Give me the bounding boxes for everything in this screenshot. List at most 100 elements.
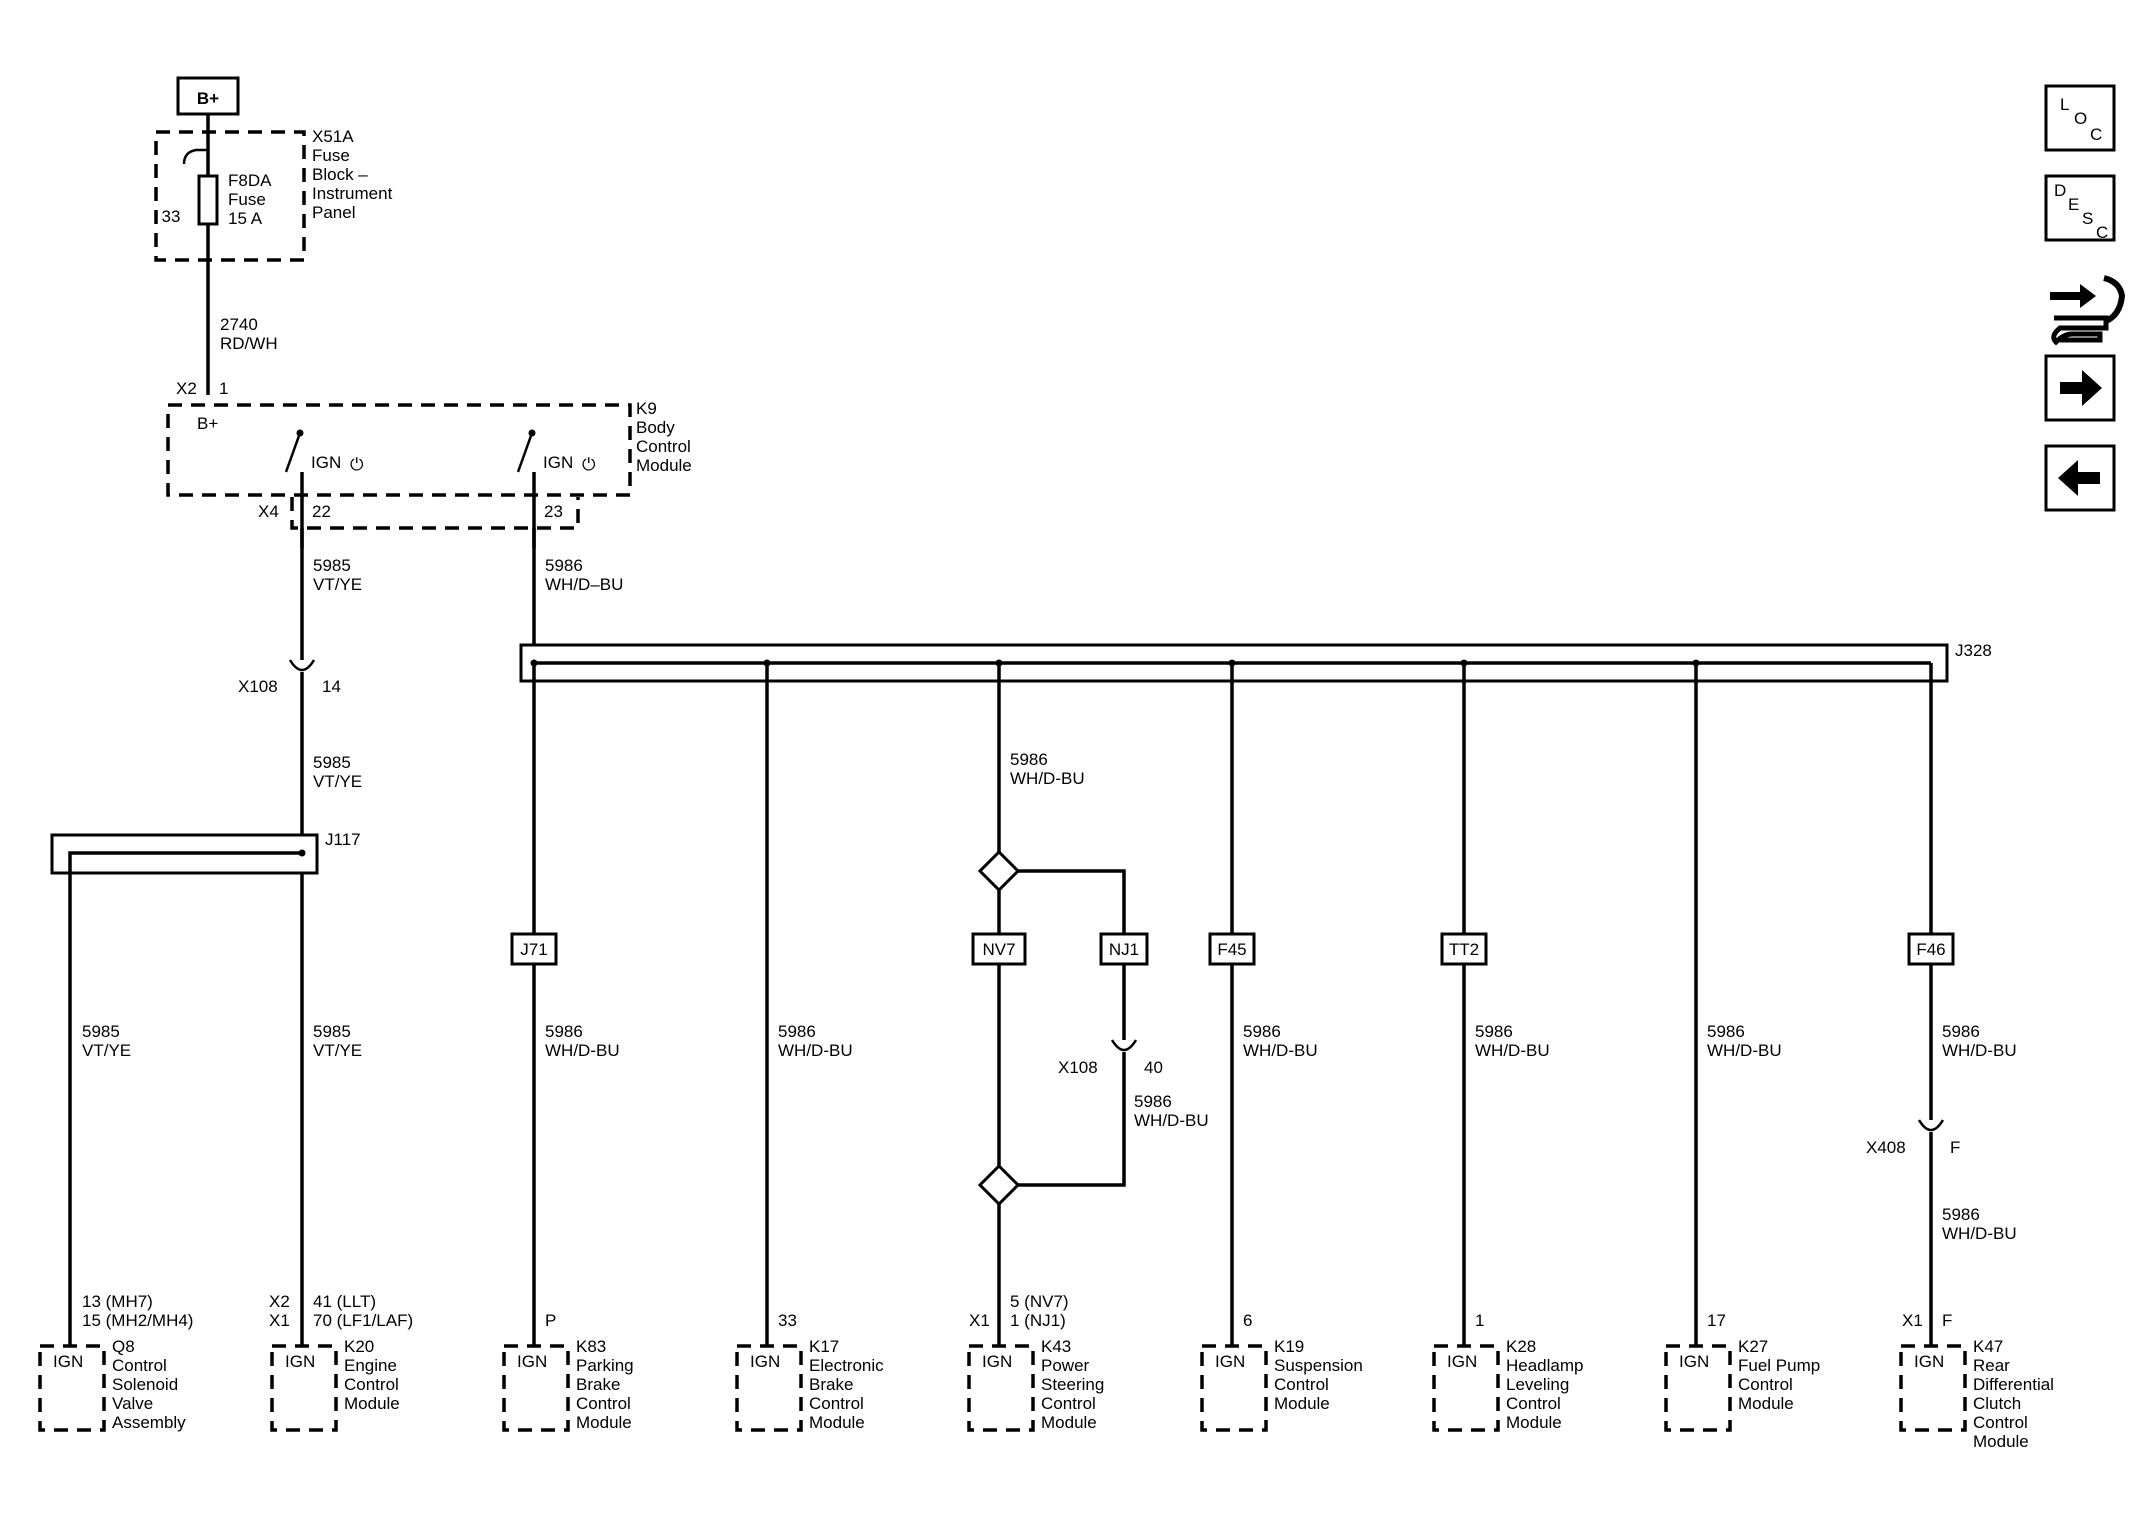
module-k20: X2 X1 41 (LLT) 70 (LF1/LAF) IGN K20 Engi… xyxy=(269,1292,413,1432)
tag-nv7-label: NV7 xyxy=(982,940,1015,959)
nj1-loop-upper xyxy=(1018,869,1126,1040)
loc-letter-l: L xyxy=(2060,95,2069,114)
module-conn-1: X1 xyxy=(969,1311,990,1330)
module-name-3: Brake xyxy=(809,1375,853,1394)
switch-2-blade xyxy=(516,432,534,473)
fuse-block-id: X51A xyxy=(312,127,354,146)
wire-5986-id-k47-upper: 5986 xyxy=(1942,1022,1980,1041)
module-k47: X1 F IGN K47 Rear Differential Clutch Co… xyxy=(1899,1311,2054,1451)
module-outline xyxy=(270,1344,338,1432)
module-outline xyxy=(1899,1344,1967,1432)
module-outline xyxy=(735,1344,803,1432)
module-pin-line-1: F xyxy=(1942,1311,1952,1330)
previous-page-button[interactable] xyxy=(2044,444,2116,512)
module-name-4: Control xyxy=(1506,1394,1561,1413)
module-ign: IGN xyxy=(1679,1352,1709,1371)
module-outline xyxy=(38,1344,106,1432)
tag-nj1-label: NJ1 xyxy=(1109,940,1139,959)
tag-j71 xyxy=(510,932,558,966)
module-conn-1: X1 xyxy=(1902,1311,1923,1330)
splice-j328-label: J328 xyxy=(1955,641,1992,660)
fuse-block-line-3: Block – xyxy=(312,165,368,184)
tag-f46 xyxy=(1907,932,1955,966)
module-outline xyxy=(967,1344,1035,1432)
wire-5985-color-4: VT/YE xyxy=(313,1041,362,1060)
modules-row: 13 (MH7) 15 (MH2/MH4) IGN Q8 Control Sol… xyxy=(38,1292,2054,1451)
module-pin-line-1: 5 (NV7) xyxy=(1010,1292,1069,1311)
circuit-5985: 5985 VT/YE X108 14 5985 VT/YE J117 5985 … xyxy=(50,528,362,1346)
module-pin-line-1: 41 (LLT) xyxy=(313,1292,376,1311)
module-pin-line-2: 15 (MH2/MH4) xyxy=(82,1311,193,1330)
module-ign: IGN xyxy=(1215,1352,1245,1371)
next-page-button[interactable] xyxy=(2044,354,2116,422)
module-name-4: Module xyxy=(344,1394,400,1413)
module-id: K27 xyxy=(1738,1337,1768,1356)
tag-tt2-label: TT2 xyxy=(1449,940,1479,959)
module-id: K83 xyxy=(576,1337,606,1356)
module-ign: IGN xyxy=(53,1352,83,1371)
tag-j71-label: J71 xyxy=(520,940,547,959)
module-pin-line-1: 1 xyxy=(1475,1311,1484,1330)
wire-5985-id-1: 5985 xyxy=(313,556,351,575)
module-name-2: Control xyxy=(112,1356,167,1375)
inline-connector-x108-14 xyxy=(288,659,316,672)
switch-1-ign: IGN xyxy=(311,453,341,472)
module-pin-line-1: 13 (MH7) xyxy=(82,1292,153,1311)
module-conn-1: X2 xyxy=(269,1292,290,1311)
wire-5986-color-k17: WH/D-BU xyxy=(778,1041,853,1060)
wire-5985-color-2: VT/YE xyxy=(313,772,362,791)
bcm-name-line-4: Module xyxy=(636,456,692,475)
wire-5986-color-k27: WH/D-BU xyxy=(1707,1041,1782,1060)
module-k43: X1 5 (NV7) 1 (NJ1) IGN K43 Power Steerin… xyxy=(967,1292,1104,1432)
module-name-3: Leveling xyxy=(1506,1375,1569,1394)
fuse-pin: 33 xyxy=(162,207,181,226)
desc-letter-c: C xyxy=(2096,223,2108,242)
module-pin-line-2: 1 (NJ1) xyxy=(1010,1311,1066,1330)
wire-5985-id-3: 5985 xyxy=(82,1022,120,1041)
location-button[interactable]: L O C xyxy=(2044,84,2116,152)
module-name-5: Assembly xyxy=(112,1413,186,1432)
x108-label-1: X108 xyxy=(238,677,278,696)
bplus-label: B+ xyxy=(197,89,219,108)
fuse-symbol xyxy=(197,174,219,226)
wire-5986-color-k83: WH/D-BU xyxy=(545,1041,620,1060)
wire-5986-color-nj1: WH/D-BU xyxy=(1134,1111,1209,1130)
module-name-3: Control xyxy=(1274,1375,1329,1394)
splice-j117-bus xyxy=(68,851,302,1346)
bcm-pin-23: 23 xyxy=(544,502,563,521)
tag-f45 xyxy=(1208,932,1256,966)
fuse-block-outline xyxy=(154,130,306,262)
module-pin-line-1: 17 xyxy=(1707,1311,1726,1330)
bcm-conn-x4: X4 xyxy=(258,502,279,521)
inline-connector-x408 xyxy=(1917,1119,1945,1132)
switch-1-blade xyxy=(284,432,302,473)
module-name-2: Engine xyxy=(344,1356,397,1375)
module-id: K47 xyxy=(1973,1337,2003,1356)
module-name-3: Control xyxy=(344,1375,399,1394)
diagnostic-flow-icon[interactable] xyxy=(2050,275,2126,346)
wire-5986-id-k19: 5986 xyxy=(1243,1022,1281,1041)
module-name-3: Solenoid xyxy=(112,1375,178,1394)
module-k27: 17 IGN K27 Fuel Pump Control Module xyxy=(1664,1311,1820,1432)
option-diamond-lower xyxy=(977,1163,1021,1207)
module-k28: 1 IGN K28 Headlamp Leveling Control Modu… xyxy=(1432,1311,1584,1432)
bcm-bplus: B+ xyxy=(197,414,218,433)
module-name-6: Module xyxy=(1973,1432,2029,1451)
module-name-3: Control xyxy=(1738,1375,1793,1394)
wire-5986-id-k47-lower: 5986 xyxy=(1942,1205,1980,1224)
module-name-4: Clutch xyxy=(1973,1394,2021,1413)
wire-5986-color-k47-upper: WH/D-BU xyxy=(1942,1041,2017,1060)
wire-5986-color-k47-lower: WH/D-BU xyxy=(1942,1224,2017,1243)
module-name-2: Rear xyxy=(1973,1356,2010,1375)
splice-j117-node xyxy=(298,849,306,857)
wire-5986-color-k43-upper: WH/D-BU xyxy=(1010,769,1085,788)
module-id: K28 xyxy=(1506,1337,1536,1356)
wire-5986-id-nj1: 5986 xyxy=(1134,1092,1172,1111)
module-name-3: Differential xyxy=(1973,1375,2054,1394)
bcm-x4-connector-outline xyxy=(290,497,580,530)
option-diamond-upper xyxy=(977,849,1021,893)
arrow-right-icon xyxy=(2060,370,2102,406)
module-name-4: Module xyxy=(1274,1394,1330,1413)
description-button[interactable]: D E S C xyxy=(2044,174,2116,242)
feed-wire-id: 2740 xyxy=(220,315,258,334)
